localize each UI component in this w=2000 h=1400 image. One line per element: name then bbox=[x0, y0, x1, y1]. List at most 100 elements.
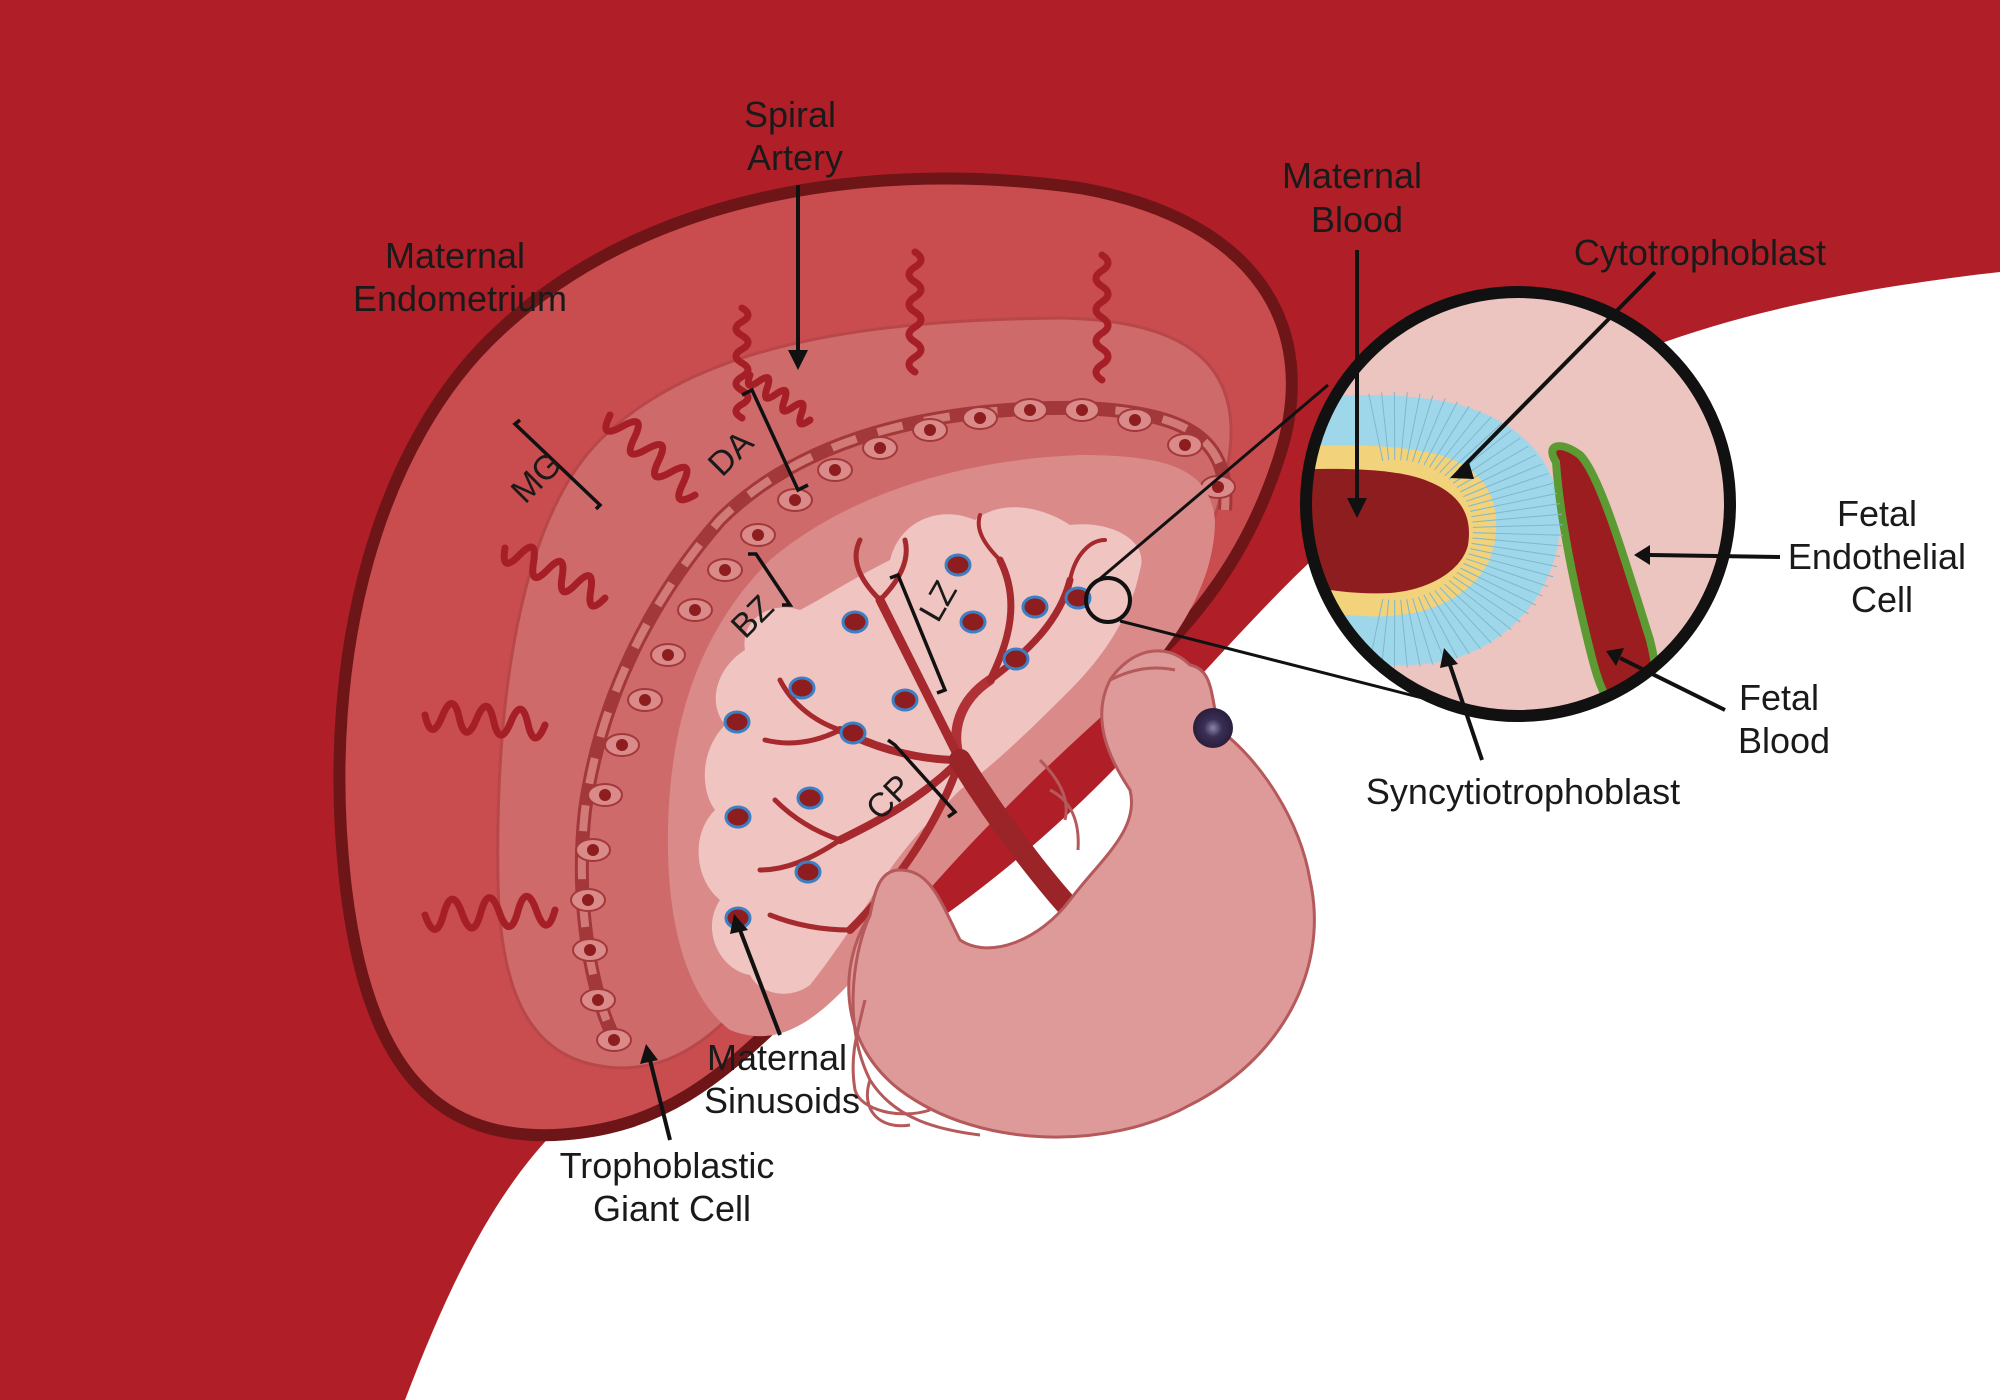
cell-wall bbox=[1439, 416, 1492, 473]
giant-cell-nucleus bbox=[616, 739, 628, 751]
sinusoid bbox=[1021, 595, 1049, 619]
sinusoid bbox=[959, 610, 987, 634]
magnify-circle bbox=[1084, 576, 1132, 624]
cell-wall bbox=[1412, 395, 1434, 462]
cell-wall bbox=[1452, 576, 1521, 623]
sinusoid bbox=[724, 805, 752, 829]
label-fetal-endothelial-cell: Fetal Endothelial Cell bbox=[1788, 493, 1976, 620]
cell-wall bbox=[1400, 599, 1408, 668]
sinusoid bbox=[794, 860, 822, 884]
cell-wall bbox=[1439, 587, 1492, 644]
giant-cells bbox=[570, 398, 1236, 1052]
sinusoid bbox=[788, 676, 816, 700]
giant-cell-nucleus bbox=[789, 494, 801, 506]
sinusoid bbox=[1002, 647, 1030, 671]
sinusoid bbox=[841, 610, 869, 634]
cell-wall bbox=[1423, 594, 1458, 659]
cell-wall bbox=[1381, 599, 1390, 668]
cell-wall bbox=[1471, 542, 1560, 557]
cell-wall bbox=[1417, 398, 1446, 464]
label-arrows bbox=[640, 185, 1781, 1141]
cell-wall bbox=[1460, 567, 1537, 606]
label-maternal-endometrium: Maternal Endometrium bbox=[353, 235, 567, 319]
giant-cell-nucleus bbox=[1212, 481, 1224, 493]
cell-wall bbox=[1465, 558, 1549, 588]
spiral-artery bbox=[421, 699, 549, 742]
cell-wall bbox=[1470, 548, 1558, 568]
cell-wall bbox=[1456, 445, 1529, 488]
cell-wall bbox=[1400, 392, 1408, 461]
spiral-arteries bbox=[421, 248, 1112, 933]
giant-cell-nucleus bbox=[592, 994, 604, 1006]
cell-wall bbox=[1472, 524, 1563, 528]
sinusoid bbox=[1064, 586, 1092, 610]
giant-cell-nucleus bbox=[639, 694, 651, 706]
label-trophoblastic-giant-cell: Trophoblastic Giant Cell bbox=[560, 1145, 785, 1229]
giant-cell-nucleus bbox=[829, 464, 841, 476]
maternal-sinusoids bbox=[723, 553, 1092, 930]
giant-cell-nucleus bbox=[599, 789, 611, 801]
giant-cell-nucleus bbox=[874, 442, 886, 454]
spiral-artery bbox=[500, 543, 609, 610]
cell-wall bbox=[1472, 537, 1562, 547]
sinusoid bbox=[723, 710, 751, 734]
giant-cell-nucleus bbox=[752, 529, 764, 541]
giant-cell-nucleus bbox=[974, 412, 986, 424]
giant-cell-nucleus bbox=[1129, 414, 1141, 426]
giant-cell-nucleus bbox=[1076, 404, 1088, 416]
inset-detail bbox=[1300, 286, 1736, 722]
cell-wall bbox=[1429, 592, 1470, 655]
label-maternal-blood: Maternal Blood bbox=[1282, 155, 1432, 240]
cell-wall bbox=[1368, 393, 1384, 461]
giant-cell-nucleus bbox=[1024, 404, 1036, 416]
giant-cell-nucleus bbox=[662, 649, 674, 661]
cell-wall bbox=[1465, 472, 1549, 502]
cell-wall bbox=[1468, 553, 1554, 578]
cell-wall bbox=[1444, 583, 1502, 638]
cell-wall bbox=[1472, 513, 1562, 523]
cell-wall bbox=[1471, 503, 1560, 518]
giant-cell-nucleus bbox=[587, 844, 599, 856]
giant-cell-nucleus bbox=[689, 604, 701, 616]
cell-wall bbox=[1448, 580, 1512, 630]
giant-cell-nucleus bbox=[608, 1034, 620, 1046]
label-maternal-sinusoids: Maternal Sinusoids bbox=[704, 1037, 860, 1121]
cell-wall bbox=[1444, 422, 1502, 477]
cell-wall bbox=[1434, 410, 1481, 471]
spiral-artery bbox=[744, 371, 814, 428]
cell-wall bbox=[1463, 463, 1543, 497]
giant-cell-nucleus bbox=[1179, 439, 1191, 451]
giant-cell-nucleus bbox=[582, 894, 594, 906]
cell-wall bbox=[1381, 392, 1390, 461]
cell-wall bbox=[1472, 532, 1563, 536]
cell-wall bbox=[1423, 401, 1458, 466]
sinusoid bbox=[891, 688, 919, 712]
cell-wall bbox=[1406, 599, 1421, 667]
sinusoid bbox=[796, 786, 824, 810]
cell-wall bbox=[1470, 492, 1558, 512]
cell-wall bbox=[1456, 572, 1529, 615]
fetus-eye bbox=[1193, 708, 1233, 748]
spiral-artery bbox=[602, 411, 699, 504]
label-spiral-artery: Spiral Artery bbox=[744, 94, 846, 178]
spiral-artery bbox=[732, 304, 752, 422]
spiral-artery bbox=[421, 892, 559, 933]
cell-wall bbox=[1463, 563, 1543, 597]
giant-cell-nucleus bbox=[584, 944, 596, 956]
giant-cell-nucleus bbox=[719, 564, 731, 576]
fetus bbox=[847, 649, 1316, 1139]
label-fetal-blood: Fetal Blood bbox=[1738, 677, 1830, 761]
zone-brackets bbox=[512, 387, 958, 819]
giant-cell-nucleus bbox=[924, 424, 936, 436]
label-cytotrophoblast: Cytotrophoblast bbox=[1574, 232, 1826, 273]
spiral-artery bbox=[905, 248, 925, 376]
cell-wall bbox=[1412, 598, 1434, 665]
cell-wall bbox=[1406, 393, 1421, 461]
spiral-artery bbox=[1092, 251, 1112, 384]
sinusoid bbox=[839, 721, 867, 745]
cell-wall bbox=[1460, 454, 1537, 493]
cell-wall bbox=[1429, 405, 1470, 468]
sinusoid bbox=[944, 553, 972, 577]
